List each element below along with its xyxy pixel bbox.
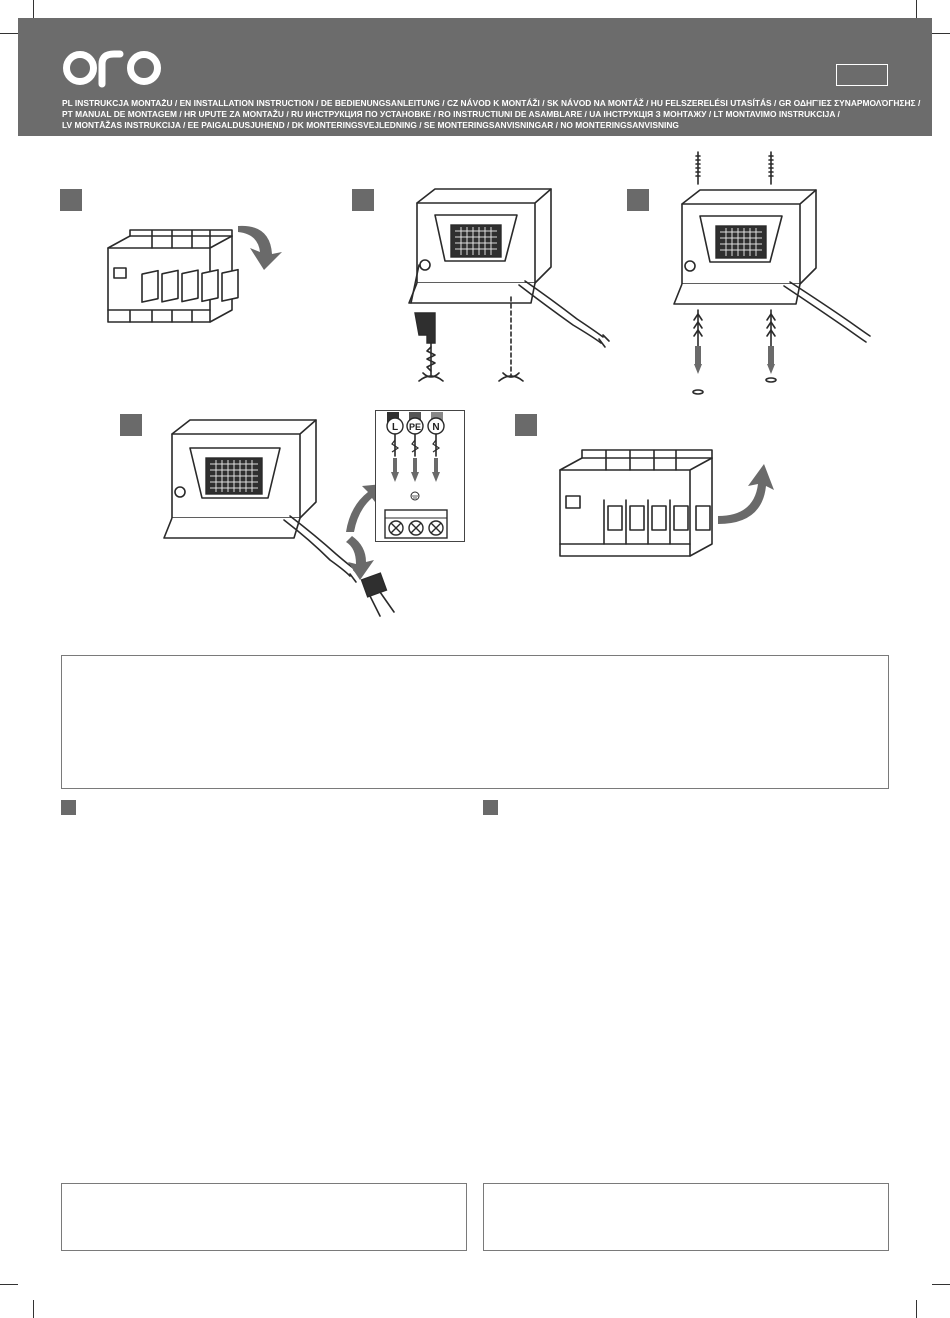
header-title-line-3: LV MONTĀŽAS INSTRUKCIJA / EE PAIGALDUSJU… <box>62 120 679 130</box>
step-4-wiring-illustration <box>163 419 395 617</box>
crop-mark <box>916 1300 917 1318</box>
footer-left-panel <box>61 1183 467 1251</box>
step-1-marker <box>60 189 82 211</box>
crop-mark <box>0 1284 18 1285</box>
terminal-block-diagram: L PE N <box>375 410 465 542</box>
crop-mark <box>916 0 917 18</box>
crop-mark <box>33 0 34 18</box>
step-4-marker <box>120 414 142 436</box>
step-5-breaker-on-illustration <box>559 449 774 557</box>
wire-label-pe: PE <box>409 422 421 432</box>
step-2-drilling-illustration <box>408 188 610 382</box>
step-3-marker <box>627 189 649 211</box>
brand-logo <box>63 50 161 88</box>
crop-mark <box>0 33 18 34</box>
header-title-line-2: PT MANUAL DE MONTAGEM / HR UPUTE ZA MONT… <box>62 109 840 119</box>
header-title-line-1: PL INSTRUKCJA MONTAŻU / EN INSTALLATION … <box>62 98 921 108</box>
column-2-language-marker <box>483 800 498 815</box>
header-banner: PL INSTRUKCJA MONTAŻU / EN INSTALLATION … <box>18 18 932 136</box>
footer-right-panel <box>483 1183 889 1251</box>
crop-mark <box>33 1300 34 1318</box>
column-1-language-marker <box>61 800 76 815</box>
wire-label-l: L <box>392 422 398 433</box>
crop-mark <box>932 33 950 34</box>
main-text-panel <box>61 655 889 789</box>
crop-mark <box>932 1284 950 1285</box>
wire-label-n: N <box>432 422 439 433</box>
language-box <box>836 64 888 86</box>
step-3-mounting-illustration <box>673 151 871 395</box>
step-1-breaker-off-illustration <box>107 225 282 323</box>
step-5-marker <box>515 414 537 436</box>
step-2-marker <box>352 189 374 211</box>
